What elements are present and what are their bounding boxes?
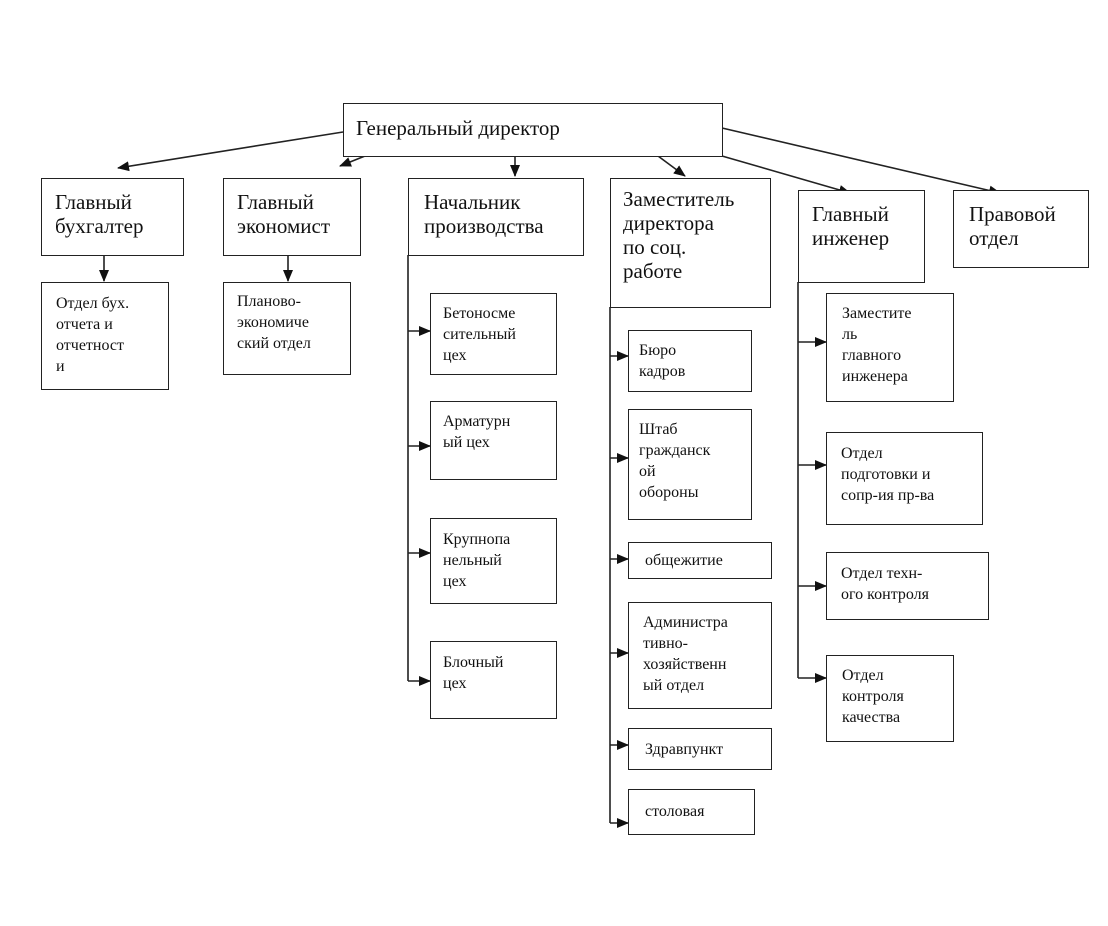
large-panel-shop-box: Крупнопа нельный цех [430,518,557,604]
legal-department-label: Правовой отдел [969,202,1056,250]
admin-household-dept-label: Администра тивно- хозяйственн ый отдел [643,614,728,694]
concrete-mixing-shop-box: Бетоносме сительный цех [430,293,557,375]
admin-household-dept-box: Администра тивно- хозяйственн ый отдел [628,602,772,709]
general-director-box: Генеральный директор [343,103,723,157]
chief-engineer-box: Главный инженер [798,190,925,283]
concrete-mixing-shop-label: Бетоносме сительный цех [443,305,516,364]
production-preparation-dept-label: Отдел подготовки и сопр-ия пр-ва [841,445,935,504]
civil-defense-hq-label: Штаб гражданск ой обороны [639,421,711,501]
hr-bureau-label: Бюро кадров [639,342,686,380]
dormitory-box: общежитие [628,542,772,579]
block-shop-box: Блочный цех [430,641,557,719]
civil-defense-hq-box: Штаб гражданск ой обороны [628,409,752,520]
deputy-director-social-box: Заместитель директора по соц. работе [610,178,771,308]
technical-control-dept-box: Отдел техн- ого контроля [826,552,989,620]
production-preparation-dept-box: Отдел подготовки и сопр-ия пр-ва [826,432,983,525]
chief-economist-label: Главный экономист [237,190,331,238]
planning-economic-dept-label: Планово- экономиче ский отдел [237,293,311,352]
quality-control-dept-label: Отдел контроля качества [842,667,904,726]
canteen-box: столовая [628,789,755,835]
chief-accountant-box: Главный бухгалтер [41,178,184,256]
chief-accountant-label: Главный бухгалтер [55,190,144,238]
dormitory-label: общежитие [645,552,723,569]
reinforcement-shop-label: Арматурн ый цех [443,413,511,451]
chief-economist-box: Главный экономист [223,178,361,256]
first-aid-post-label: Здравпункт [645,741,724,758]
technical-control-dept-label: Отдел техн- ого контроля [841,565,930,603]
planning-economic-dept-box: Планово- экономиче ский отдел [223,282,351,375]
reinforcement-shop-box: Арматурн ый цех [430,401,557,480]
quality-control-dept-box: Отдел контроля качества [826,655,954,742]
legal-department-box: Правовой отдел [953,190,1089,268]
first-aid-post-box: Здравпункт [628,728,772,770]
general-director-label: Генеральный директор [356,116,560,140]
accounting-reporting-dept-box: Отдел бух. отчета и отчетност и [41,282,169,390]
hr-bureau-box: Бюро кадров [628,330,752,392]
head-of-production-label: Начальник производства [424,190,544,238]
deputy-chief-engineer-box: Заместите ль главного инженера [826,293,954,402]
deputy-chief-engineer-label: Заместите ль главного инженера [842,305,912,385]
deputy-director-social-label: Заместитель директора по соц. работе [623,187,735,283]
accounting-reporting-dept-label: Отдел бух. отчета и отчетност и [56,295,130,375]
chief-engineer-label: Главный инженер [812,202,890,250]
head-of-production-box: Начальник производства [408,178,584,256]
canteen-label: столовая [645,803,705,820]
large-panel-shop-label: Крупнопа нельный цех [443,531,511,590]
block-shop-label: Блочный цех [443,654,504,692]
